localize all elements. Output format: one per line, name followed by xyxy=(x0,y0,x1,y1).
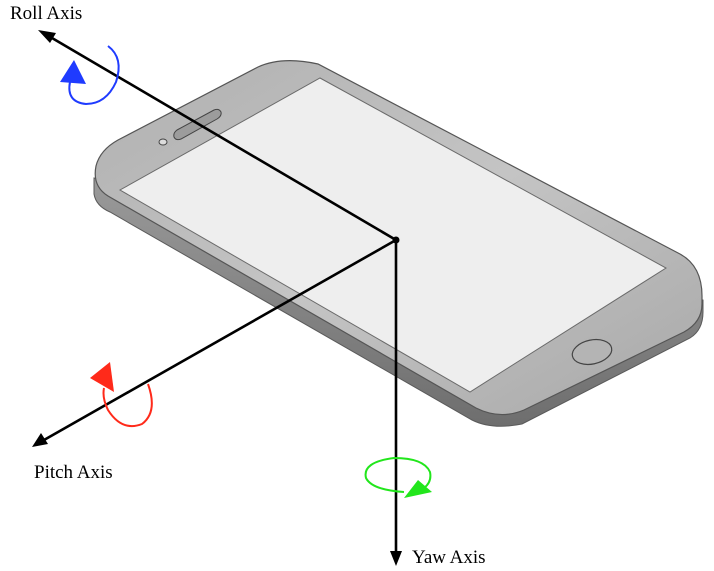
yaw-rotation-arrow xyxy=(364,456,432,498)
roll-axis-label: Roll Axis xyxy=(10,3,82,24)
pitch-axis-arrowhead xyxy=(32,433,48,447)
roll-axis-line xyxy=(51,36,397,242)
yaw-axis-arrowhead xyxy=(390,551,402,566)
phone-camera xyxy=(158,138,168,146)
pitch-axis-label: Pitch Axis xyxy=(34,462,113,483)
pitch-rotation-arrow xyxy=(90,362,153,428)
yaw-axis-label: Yaw Axis xyxy=(412,547,486,568)
axes xyxy=(32,30,402,566)
smartphone-icon xyxy=(93,60,704,427)
rotation-arrow-icon xyxy=(404,480,432,498)
pitch-axis-line xyxy=(43,238,397,442)
phone-screen xyxy=(118,77,667,393)
roll-rotation-arrow xyxy=(60,45,120,106)
roll-axis-arrowhead xyxy=(38,30,56,43)
phone-home-button xyxy=(571,338,613,366)
rotation-arrow-icon xyxy=(60,60,86,84)
rotation-arrow-icon xyxy=(90,362,114,392)
origin-point xyxy=(392,236,400,244)
